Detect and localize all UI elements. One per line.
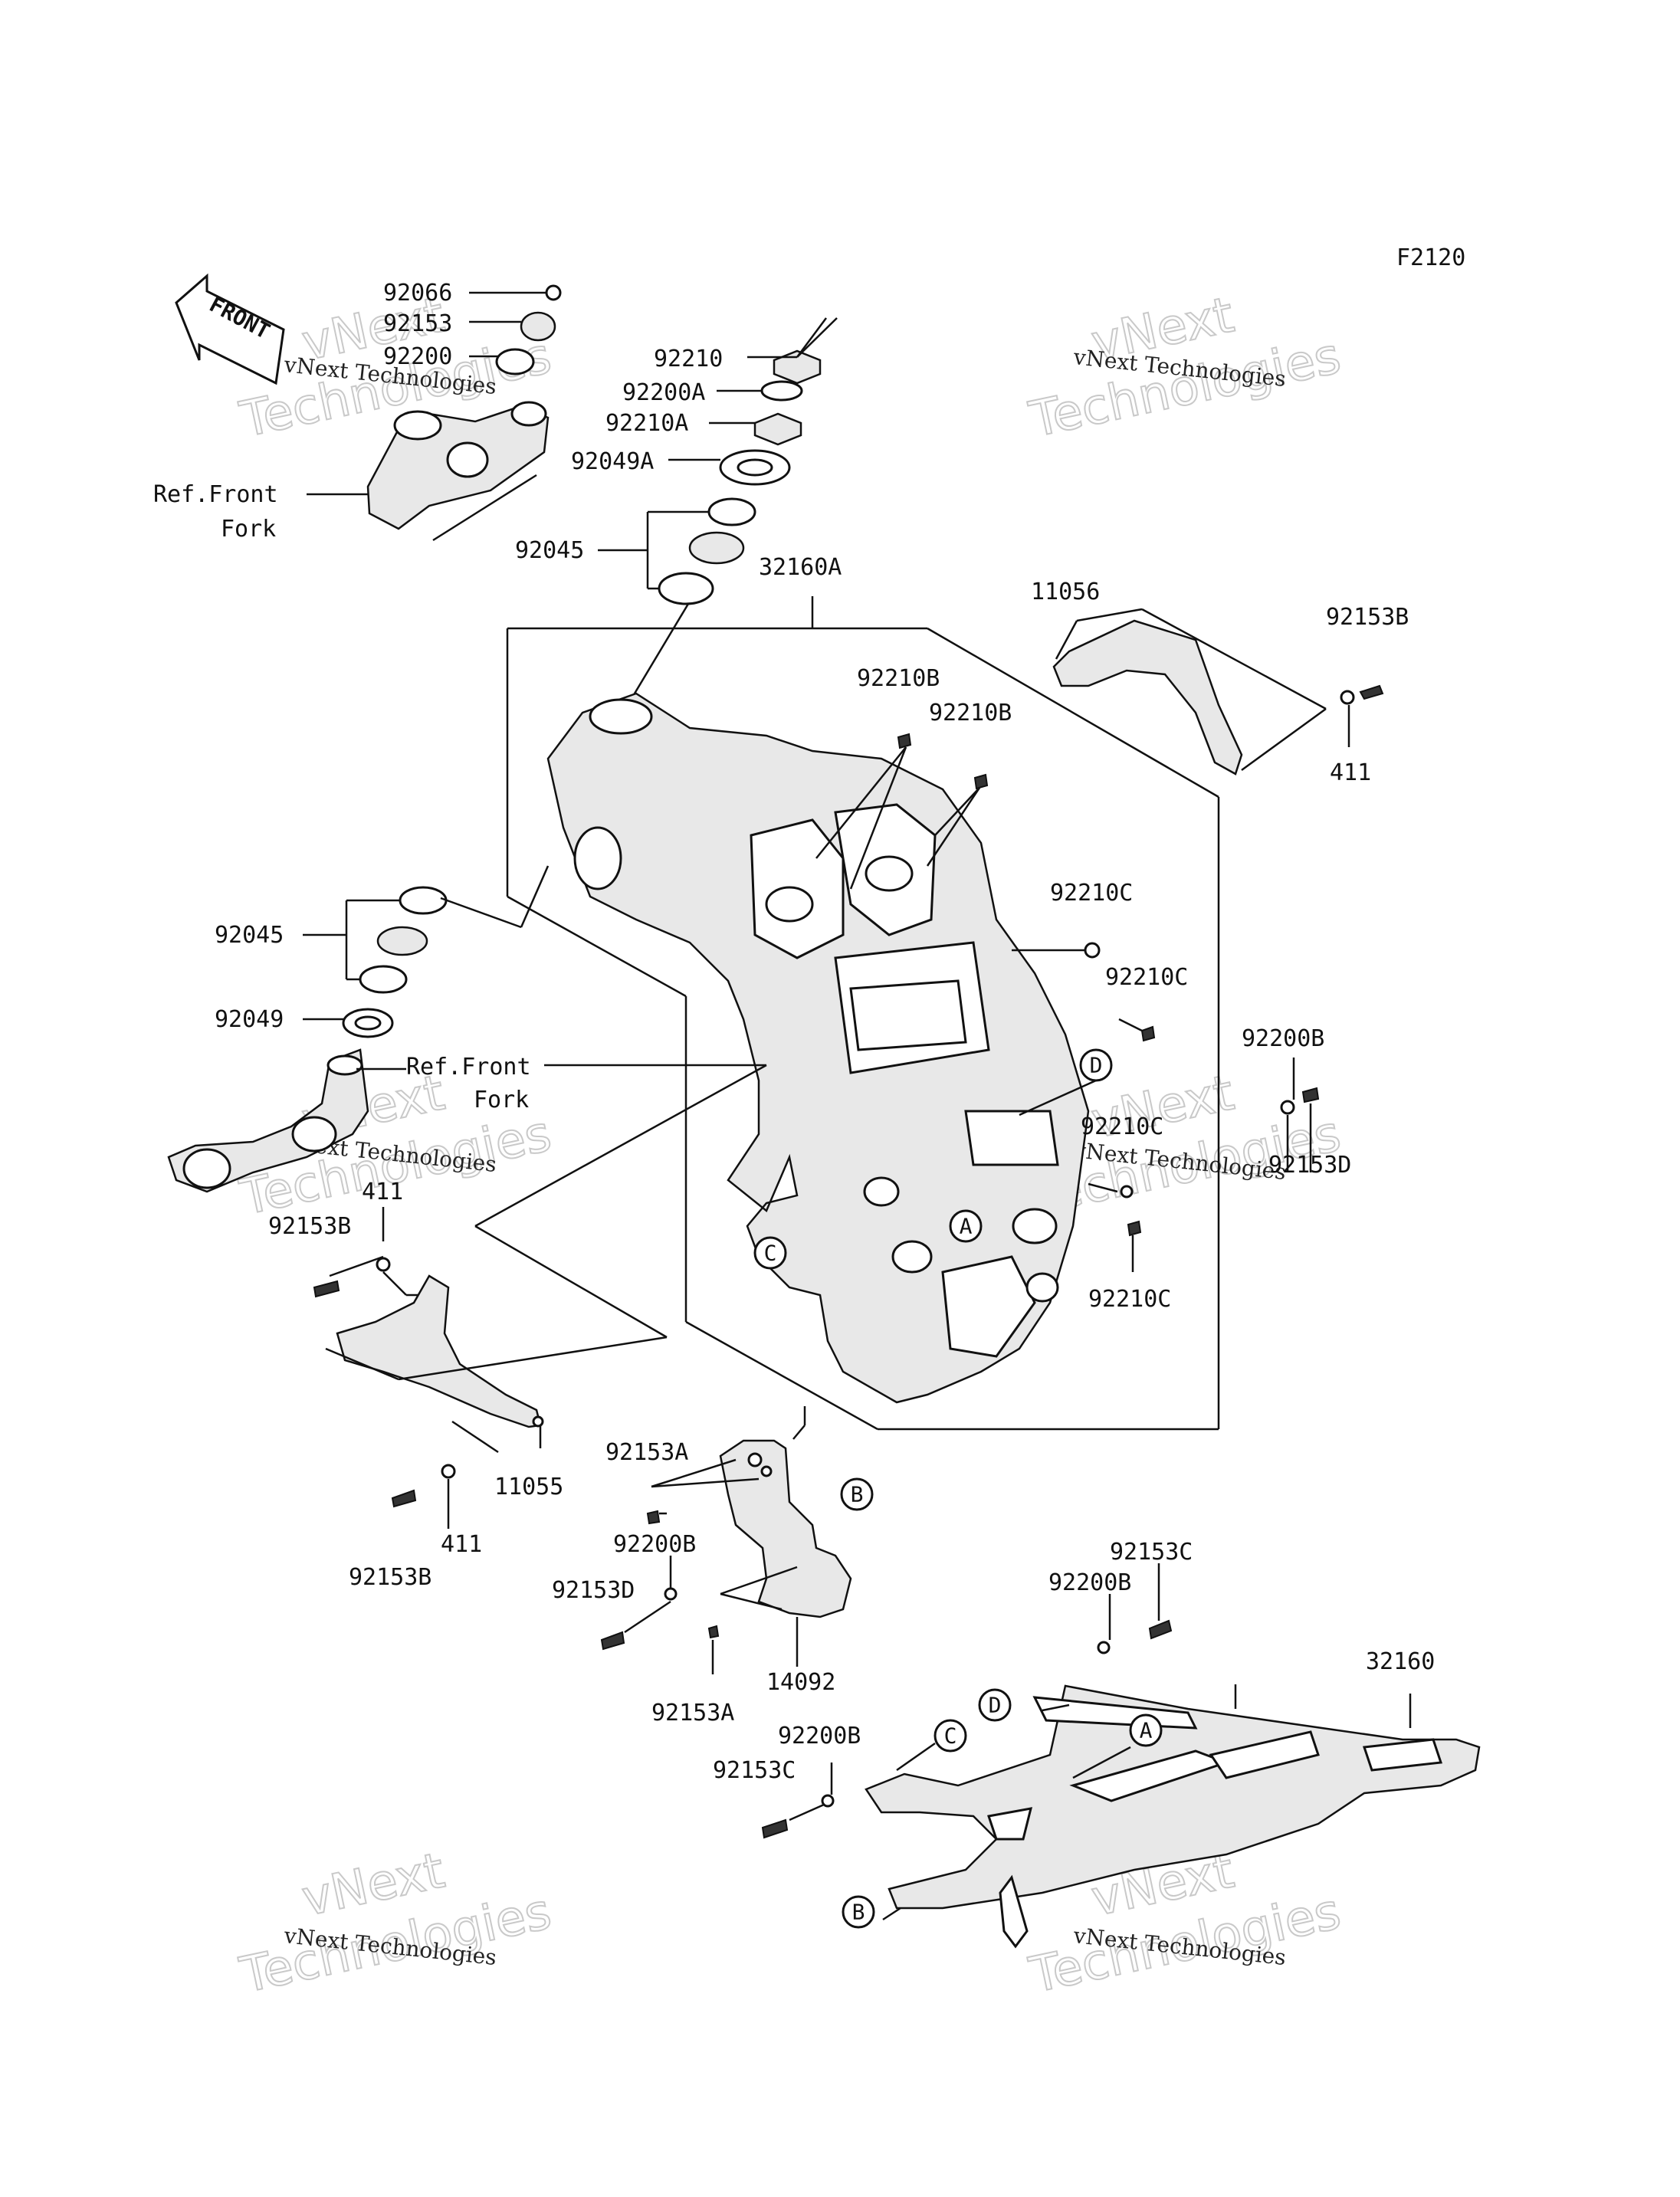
callout-C-rear: C: [934, 1719, 967, 1753]
svg-text:C: C: [944, 1723, 957, 1749]
label-14092: 14092: [766, 1669, 835, 1696]
ref-front-fork-top-line1: Ref.Front: [153, 481, 278, 508]
top-left-parts: [307, 284, 562, 542]
label-92210C-4: 92210C: [1088, 1286, 1171, 1313]
label-92200A: 92200A: [622, 379, 705, 406]
label-92210B-2: 92210B: [929, 700, 1012, 726]
label-11055: 11055: [494, 1474, 563, 1500]
label-92045-top: 92045: [515, 537, 584, 564]
label-92210B-1: 92210B: [857, 665, 940, 692]
label-92153C-bottom: 92153C: [713, 1757, 796, 1784]
label-411-top: 411: [1330, 759, 1371, 786]
label-92200B-right: 92200B: [1242, 1025, 1324, 1052]
label-92200: 92200: [383, 343, 452, 370]
label-92153: 92153: [383, 310, 452, 337]
watermark-bottom-left: vNext Technologies vNext Technologies: [235, 1841, 557, 2005]
callout-C-frame: C: [753, 1236, 787, 1270]
label-411-left: 411: [362, 1179, 403, 1205]
label-92049A: 92049A: [571, 448, 654, 475]
svg-text:A: A: [1140, 1718, 1153, 1743]
callout-D-frame: D: [1079, 1048, 1113, 1082]
watermark-top-right: vNext Technologies vNext Technologies: [1024, 286, 1347, 449]
label-92153A-1: 92153A: [605, 1439, 688, 1466]
label-92200B-bottom: 92200B: [778, 1723, 861, 1749]
label-92153D-right: 92153D: [1268, 1152, 1351, 1179]
right-fastener-group: [1280, 1058, 1320, 1172]
ref-front-fork-mid-line2: Fork: [474, 1087, 529, 1113]
label-92200B-mid: 92200B: [613, 1531, 696, 1558]
bracket-11056: [1052, 608, 1384, 776]
label-92210: 92210: [654, 346, 723, 372]
callout-B-rear: B: [842, 1895, 875, 1929]
label-92153C-top: 92153C: [1110, 1539, 1193, 1566]
label-11056: 11056: [1031, 579, 1100, 605]
label-92210C-3: 92210C: [1081, 1113, 1163, 1140]
label-92210C-1: 92210C: [1050, 880, 1133, 907]
callout-A-rear: A: [1129, 1713, 1163, 1747]
label-92045-left: 92045: [215, 922, 284, 949]
ref-front-fork-top-line2: Fork: [221, 516, 276, 543]
label-92066: 92066: [383, 280, 452, 307]
label-92210C-2: 92210C: [1105, 964, 1188, 991]
svg-text:A: A: [960, 1214, 973, 1239]
label-92153A-2: 92153A: [651, 1700, 734, 1726]
label-32160A: 32160A: [759, 554, 842, 581]
label-92153B-top: 92153B: [1326, 604, 1409, 631]
svg-text:D: D: [1090, 1053, 1103, 1078]
label-92153B-left: 92153B: [268, 1213, 351, 1240]
label-411-bottom: 411: [441, 1531, 482, 1558]
ref-front-fork-mid-line1: Ref.Front: [406, 1054, 531, 1080]
svg-text:C: C: [764, 1241, 777, 1266]
callout-D-rear: D: [978, 1688, 1012, 1722]
svg-text:B: B: [852, 1900, 865, 1925]
callout-B-bracket: B: [840, 1477, 874, 1511]
label-92153D-mid: 92153D: [552, 1577, 635, 1604]
label-32160: 32160: [1366, 1648, 1435, 1675]
front-arrow-icon: FRONT: [175, 273, 285, 385]
bracket-14092: [600, 1406, 852, 1674]
rear-frame-32160: [761, 1563, 1481, 1949]
lower-bearing-stack: [167, 865, 766, 1193]
bracket-11055: [313, 1064, 767, 1529]
label-92153B-bottom: 92153B: [349, 1564, 431, 1591]
diagram-code: F2120: [1396, 244, 1465, 271]
label-92210A: 92210A: [605, 410, 688, 437]
label-92049: 92049: [215, 1006, 284, 1033]
steering-stem-stack: [598, 317, 838, 717]
svg-text:D: D: [989, 1693, 1002, 1718]
svg-text:B: B: [851, 1482, 864, 1507]
callout-A-frame: A: [949, 1209, 983, 1243]
label-92200B-lower: 92200B: [1048, 1569, 1131, 1596]
